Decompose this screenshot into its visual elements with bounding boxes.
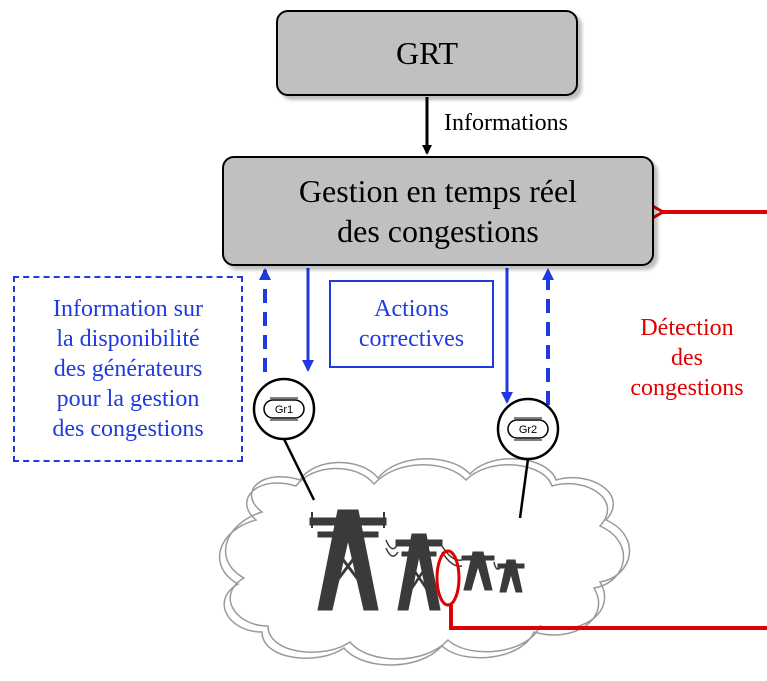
gr2-label: Gr2: [519, 424, 537, 436]
corrective-actions-box: Actions correctives: [329, 280, 494, 368]
information-label: Information sur la disponibilité des gén…: [52, 296, 204, 442]
generator-gr2: Gr2: [496, 397, 560, 461]
detection-feedback-line: [449, 605, 767, 630]
gr2-connection: [518, 458, 530, 519]
gr1-label: Gr1: [275, 404, 293, 416]
transmission-tower-icon: [309, 509, 525, 611]
congestion-detection-label: Détection des congestions: [630, 315, 744, 401]
informations-edge-label: Informations: [444, 110, 568, 136]
grt-node: GRT: [276, 10, 578, 96]
congestion-marker: [435, 549, 461, 607]
actions-label: Actions correctives: [358, 296, 465, 352]
generator-icon: [263, 397, 305, 421]
network-cloud-icon: [218, 457, 631, 666]
generator-gr1: Gr1: [252, 377, 316, 441]
gestion-label: Gestion en temps réel des congestions: [298, 173, 578, 249]
generator-availability-info-box: Information sur la disponibilité des gén…: [13, 276, 243, 462]
generator-icon: [507, 417, 549, 441]
gr1-connection: [282, 438, 316, 501]
realtime-congestion-management-node: Gestion en temps réel des congestions: [222, 156, 654, 266]
grt-label: GRT: [395, 34, 459, 71]
